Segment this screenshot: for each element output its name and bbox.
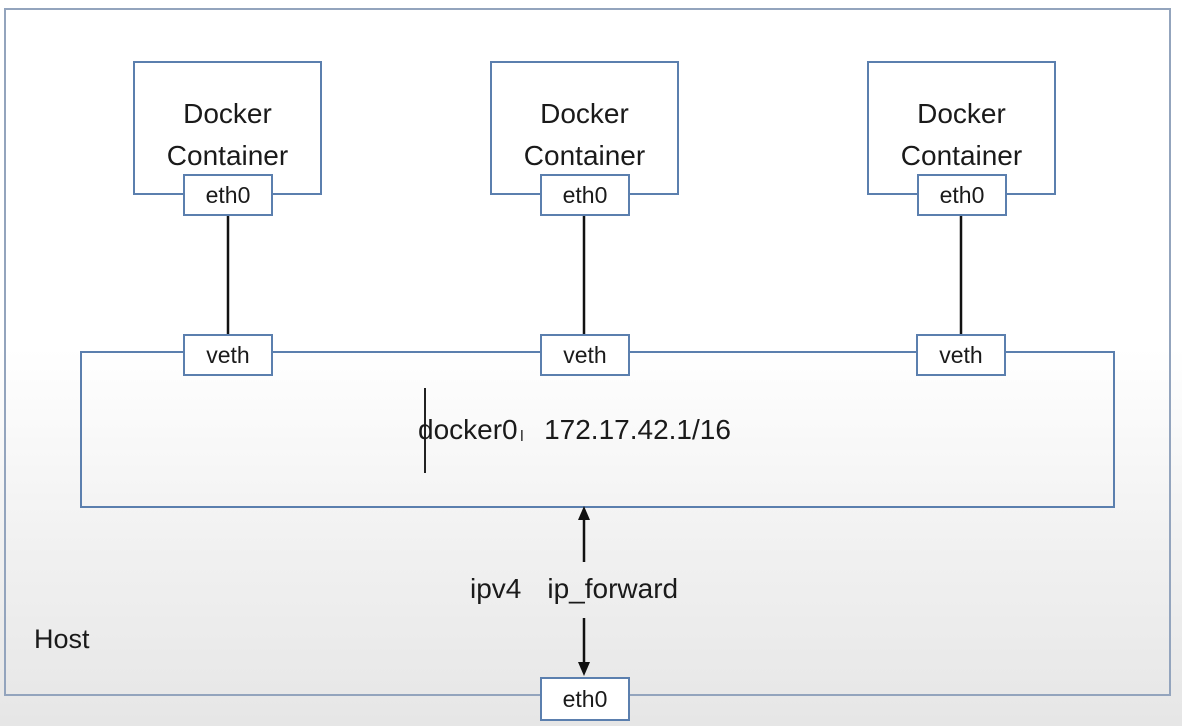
text-caret	[424, 388, 426, 473]
veth-2: veth	[540, 334, 630, 376]
forwarding-label: ipv4 ip_forward	[470, 573, 678, 605]
container-1-label-line2: Container	[166, 140, 289, 171]
container-2-label-line2: Container	[523, 140, 646, 171]
container-3-label-line2: Container	[900, 140, 1023, 171]
docker-container-2: Docker Container	[490, 61, 679, 195]
container-2-label: Docker Container	[492, 93, 677, 177]
container-1-label: Docker Container	[135, 93, 320, 177]
container-3-label-line1: Docker	[917, 98, 1006, 129]
container-3-label: Docker Container	[869, 93, 1054, 177]
veth-3: veth	[916, 334, 1006, 376]
container-3-eth0: eth0	[917, 174, 1007, 216]
veth-1: veth	[183, 334, 273, 376]
docker-container-3: Docker Container	[867, 61, 1056, 195]
container-1-label-line1: Docker	[183, 98, 272, 129]
host-label: Host	[34, 624, 90, 654]
bridge-ip: 172.17.42.1/16	[544, 414, 731, 445]
host-eth0: eth0	[540, 677, 630, 721]
container-1-eth0: eth0	[183, 174, 273, 216]
ibeam-cursor-icon: I	[519, 428, 525, 445]
container-2-label-line1: Docker	[540, 98, 629, 129]
container-2-eth0: eth0	[540, 174, 630, 216]
forwarding-ipv4: ipv4	[470, 573, 522, 604]
forwarding-ip-forward: ip_forward	[547, 573, 679, 604]
bridge-name: docker0	[418, 414, 518, 445]
